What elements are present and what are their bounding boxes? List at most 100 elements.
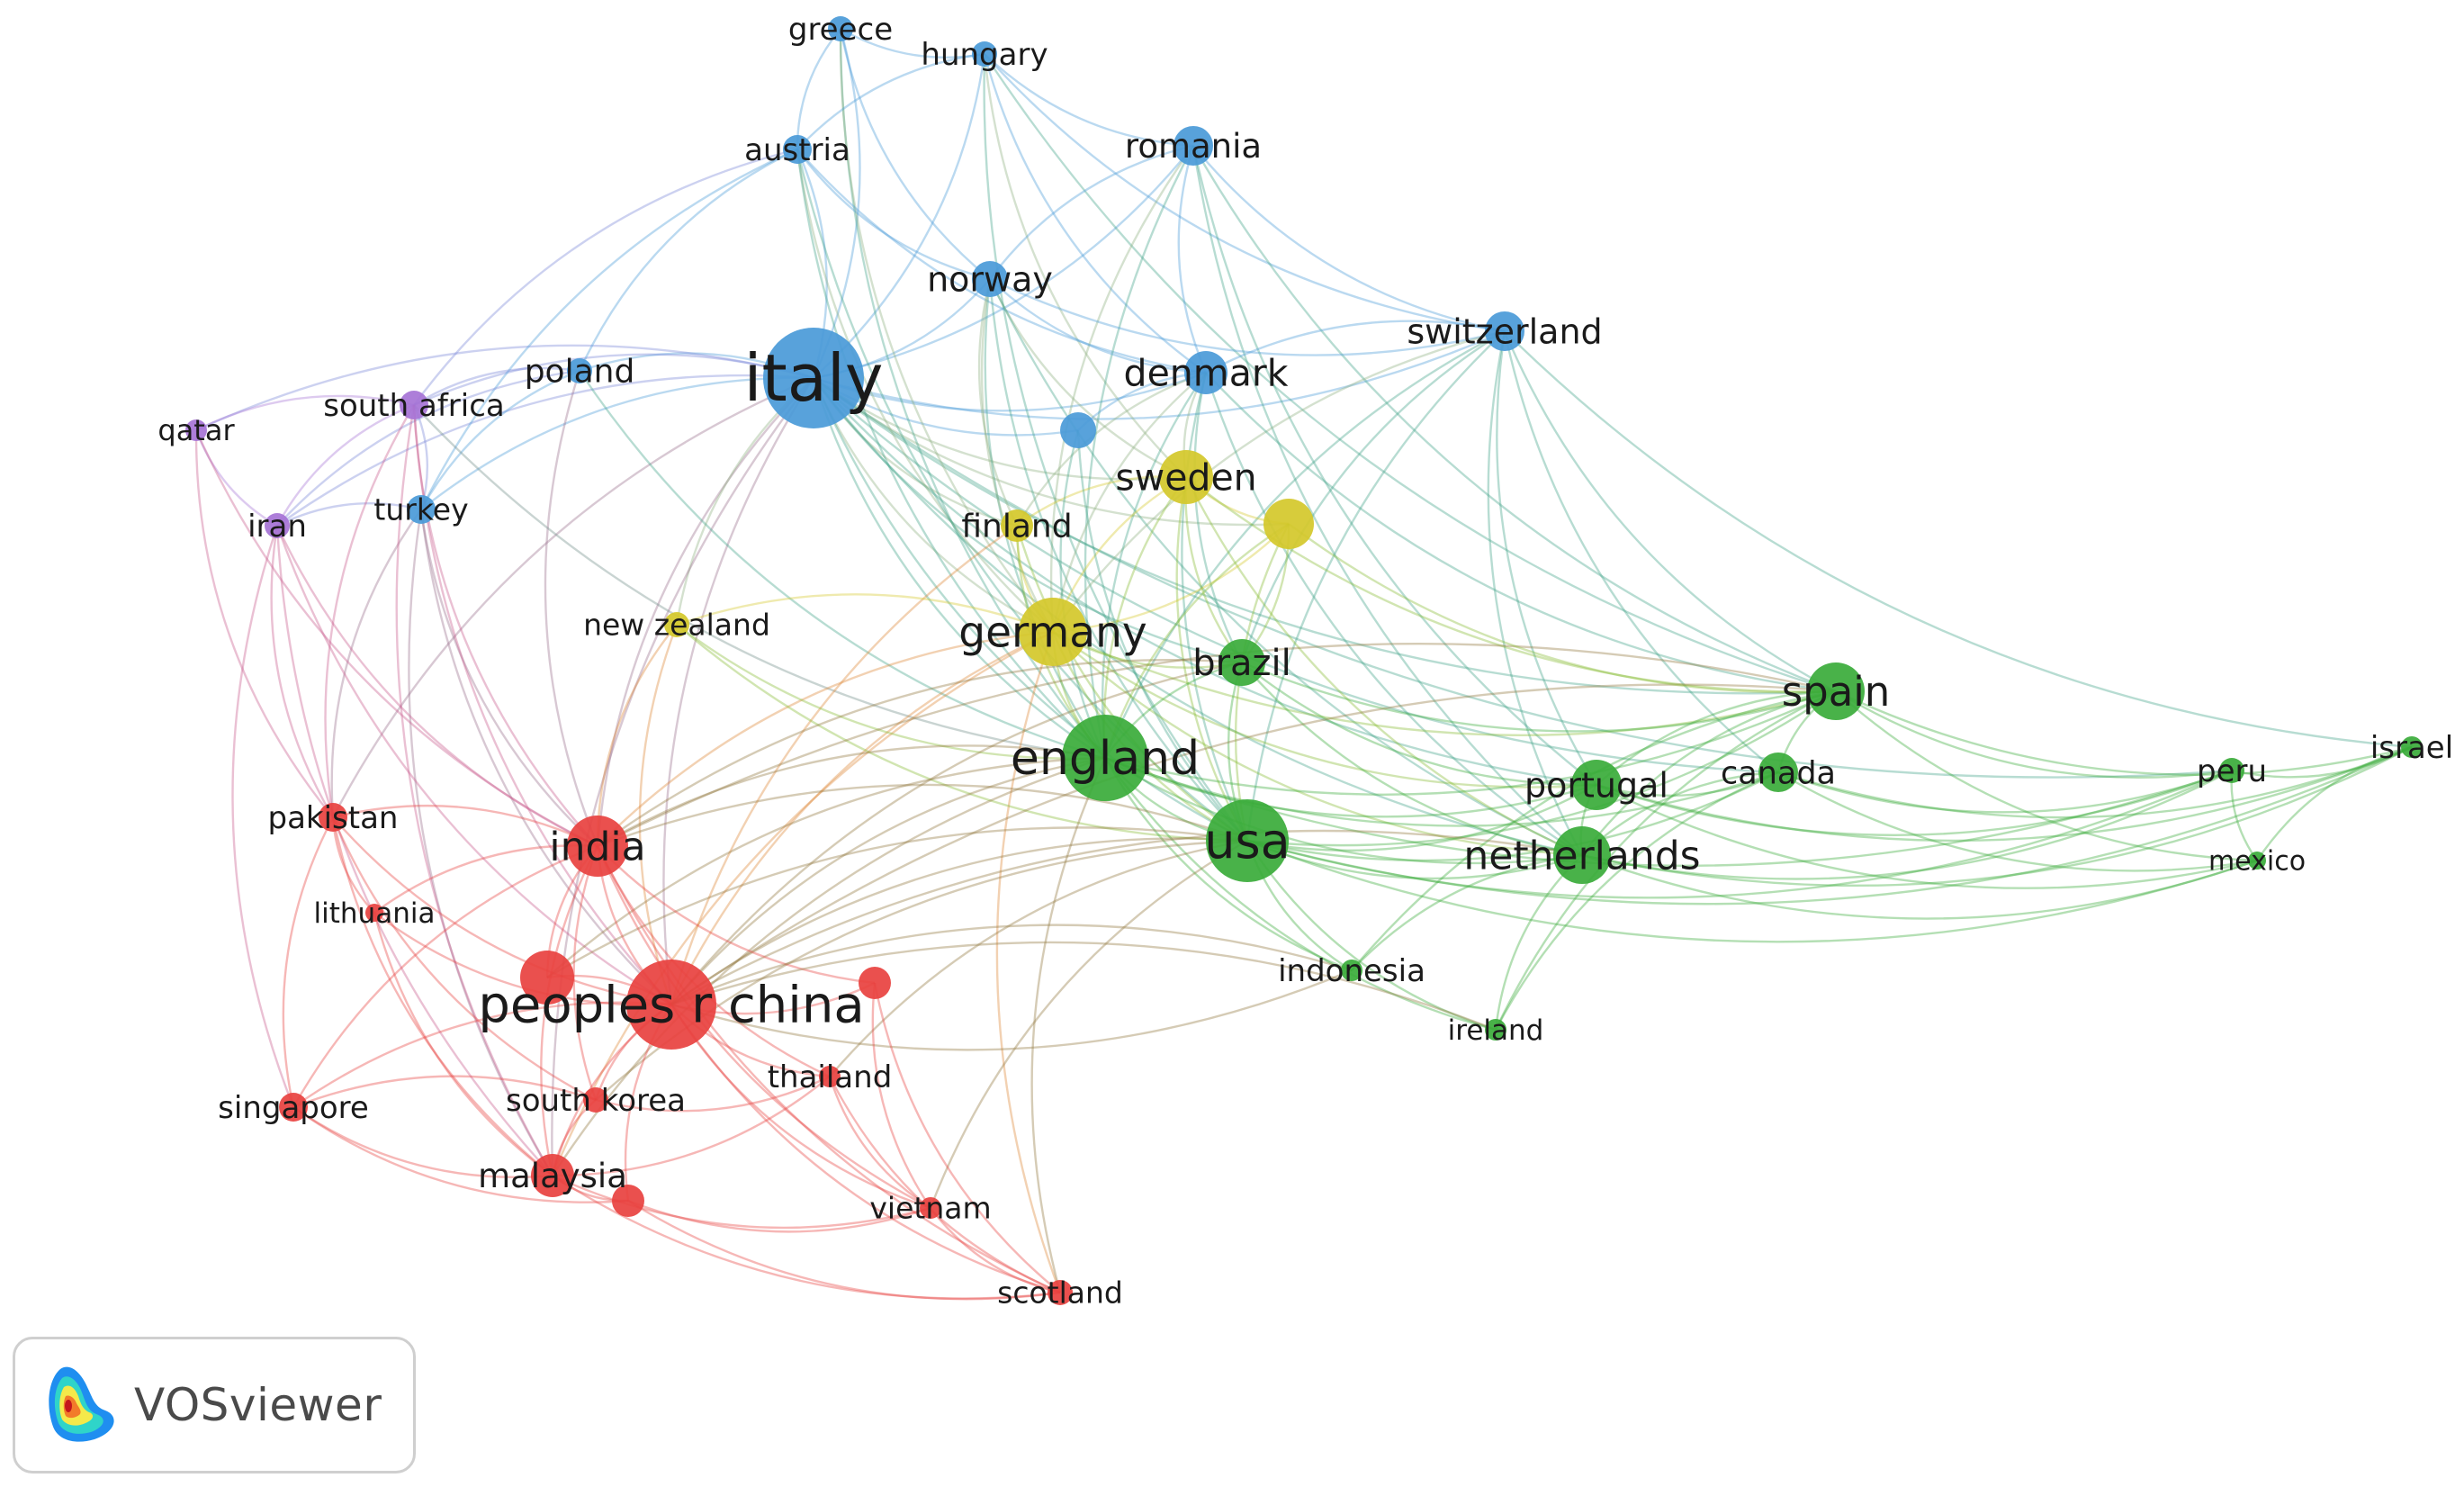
node-netherlands[interactable] bbox=[1553, 826, 1611, 884]
node-unlabeled-red-2[interactable] bbox=[859, 967, 891, 999]
vosviewer-logo-text: VOSviewer bbox=[134, 1379, 382, 1431]
node-spain[interactable] bbox=[1807, 662, 1865, 720]
node-israel[interactable] bbox=[2401, 736, 2423, 758]
node-qatar[interactable] bbox=[185, 419, 207, 441]
edge-italy-switzerland bbox=[813, 329, 1506, 420]
label-scotland: scotland bbox=[997, 1275, 1123, 1311]
edge-pakistan-singapore bbox=[282, 816, 335, 1108]
edge-india-singapore bbox=[292, 844, 598, 1108]
edge-portugal-israel bbox=[1596, 745, 2413, 843]
edge-romania-switzerland bbox=[1192, 145, 1506, 333]
node-south-korea[interactable] bbox=[583, 1087, 608, 1113]
node-unlabeled-yellow[interactable] bbox=[1263, 499, 1314, 549]
edge-england-portugal bbox=[1104, 756, 1597, 818]
node-unlabeled-blue[interactable] bbox=[1060, 412, 1096, 448]
label-austria: austria bbox=[744, 132, 850, 168]
node-turkey[interactable] bbox=[407, 495, 436, 524]
node-indonesia[interactable] bbox=[1341, 960, 1362, 981]
edge-lithuania-malaysia bbox=[373, 912, 553, 1176]
node-singapore[interactable] bbox=[279, 1093, 308, 1122]
edge-pakistan-malaysia bbox=[331, 816, 553, 1176]
edge-poland-south-africa bbox=[413, 366, 580, 407]
node-pakistan[interactable] bbox=[319, 803, 347, 832]
node-india[interactable] bbox=[567, 816, 628, 877]
edge-usa-unlabeled-red-1 bbox=[546, 826, 1248, 979]
edge-usa-israel bbox=[1246, 745, 2413, 906]
node-vietnam[interactable] bbox=[920, 1197, 941, 1219]
edge-unlabeled-red-3-scotland bbox=[627, 1199, 1061, 1301]
node-poland[interactable] bbox=[567, 358, 592, 383]
node-scotland[interactable] bbox=[1048, 1280, 1073, 1305]
edge-india-unlabeled-red-2 bbox=[597, 845, 876, 985]
node-iran[interactable] bbox=[265, 513, 290, 538]
edge-italy-denmark bbox=[813, 371, 1207, 412]
edge-italy-malaysia bbox=[551, 377, 814, 1176]
node-romania[interactable] bbox=[1174, 126, 1213, 166]
edge-unlabeled-red-2-scotland bbox=[873, 982, 1061, 1293]
label-peru: peru bbox=[2197, 753, 2267, 789]
node-brazil[interactable] bbox=[1219, 639, 1265, 686]
edge-iran-india bbox=[275, 525, 598, 848]
edge-brazil-netherlands bbox=[1241, 662, 1583, 857]
edge-finland-usa bbox=[1015, 525, 1248, 842]
node-italy[interactable] bbox=[763, 328, 864, 428]
edge-hungary-usa bbox=[983, 53, 1248, 842]
edge-germany-malaysia bbox=[551, 630, 1054, 1176]
label-poland: poland bbox=[525, 354, 635, 391]
node-greece[interactable] bbox=[828, 16, 853, 41]
label-canada: canada bbox=[1721, 755, 1836, 791]
node-usa[interactable] bbox=[1206, 799, 1289, 882]
edge-spain-peoples-r-china bbox=[670, 683, 1837, 1005]
node-new-zealand[interactable] bbox=[664, 612, 689, 637]
label-portugal: portugal bbox=[1524, 765, 1668, 805]
node-portugal[interactable] bbox=[1571, 760, 1622, 810]
node-germany[interactable] bbox=[1019, 598, 1087, 666]
label-iran: iran bbox=[247, 509, 307, 545]
edge-peoples-r-china-singapore bbox=[292, 1001, 672, 1108]
node-finland[interactable] bbox=[1001, 509, 1033, 542]
edge-new-zealand-england bbox=[676, 624, 1106, 760]
node-ireland[interactable] bbox=[1485, 1019, 1506, 1041]
edge-austria-poland bbox=[578, 148, 798, 372]
node-lithuania[interactable] bbox=[365, 904, 383, 922]
node-norway[interactable] bbox=[972, 261, 1008, 297]
edge-brazil-india bbox=[597, 658, 1243, 847]
node-unlabeled-red-1[interactable] bbox=[520, 951, 574, 1005]
edge-india-lithuania bbox=[373, 844, 598, 914]
node-peru[interactable] bbox=[2219, 758, 2244, 783]
edge-denmark-spain bbox=[1205, 372, 1837, 693]
edge-switzerland-germany bbox=[1052, 329, 1506, 633]
node-sweden[interactable] bbox=[1159, 450, 1213, 504]
node-mexico[interactable] bbox=[2248, 852, 2266, 870]
edge-israel-mexico bbox=[2256, 745, 2413, 861]
node-england[interactable] bbox=[1062, 715, 1148, 801]
node-south-africa[interactable] bbox=[400, 391, 428, 419]
edge-netherlands-peoples-r-china bbox=[670, 829, 1583, 1006]
edge-italy-brazil bbox=[813, 377, 1243, 664]
edge-south-africa-iran bbox=[275, 403, 415, 527]
edge-netherlands-mexico bbox=[1581, 853, 2258, 920]
node-peoples-r-china[interactable] bbox=[626, 960, 716, 1050]
edge-hungary-denmark bbox=[983, 53, 1207, 374]
edge-malaysia-thailand bbox=[552, 1076, 831, 1177]
node-austria[interactable] bbox=[783, 135, 812, 164]
node-thailand[interactable] bbox=[819, 1066, 841, 1087]
node-malaysia[interactable] bbox=[531, 1154, 574, 1197]
label-sweden: sweden bbox=[1115, 455, 1256, 499]
edge-pakistan-south-korea bbox=[331, 816, 597, 1102]
node-hungary[interactable] bbox=[972, 41, 997, 67]
edge-usa-vietnam bbox=[929, 839, 1248, 1209]
edge-denmark-brazil bbox=[1193, 372, 1244, 663]
node-canada[interactable] bbox=[1758, 753, 1798, 792]
edge-peoples-r-china-vietnam bbox=[670, 1004, 931, 1210]
edge-canada-peru bbox=[1777, 769, 2233, 814]
node-denmark[interactable] bbox=[1184, 351, 1228, 394]
edge-switzerland-israel bbox=[1504, 330, 2413, 749]
node-unlabeled-red-3[interactable] bbox=[612, 1185, 644, 1217]
edge-norway-germany bbox=[980, 278, 1055, 633]
edge-italy-qatar bbox=[195, 344, 814, 432]
node-switzerland[interactable] bbox=[1485, 311, 1524, 351]
edge-south-africa-pakistan bbox=[324, 404, 416, 818]
edge-italy-romania bbox=[813, 145, 1194, 380]
